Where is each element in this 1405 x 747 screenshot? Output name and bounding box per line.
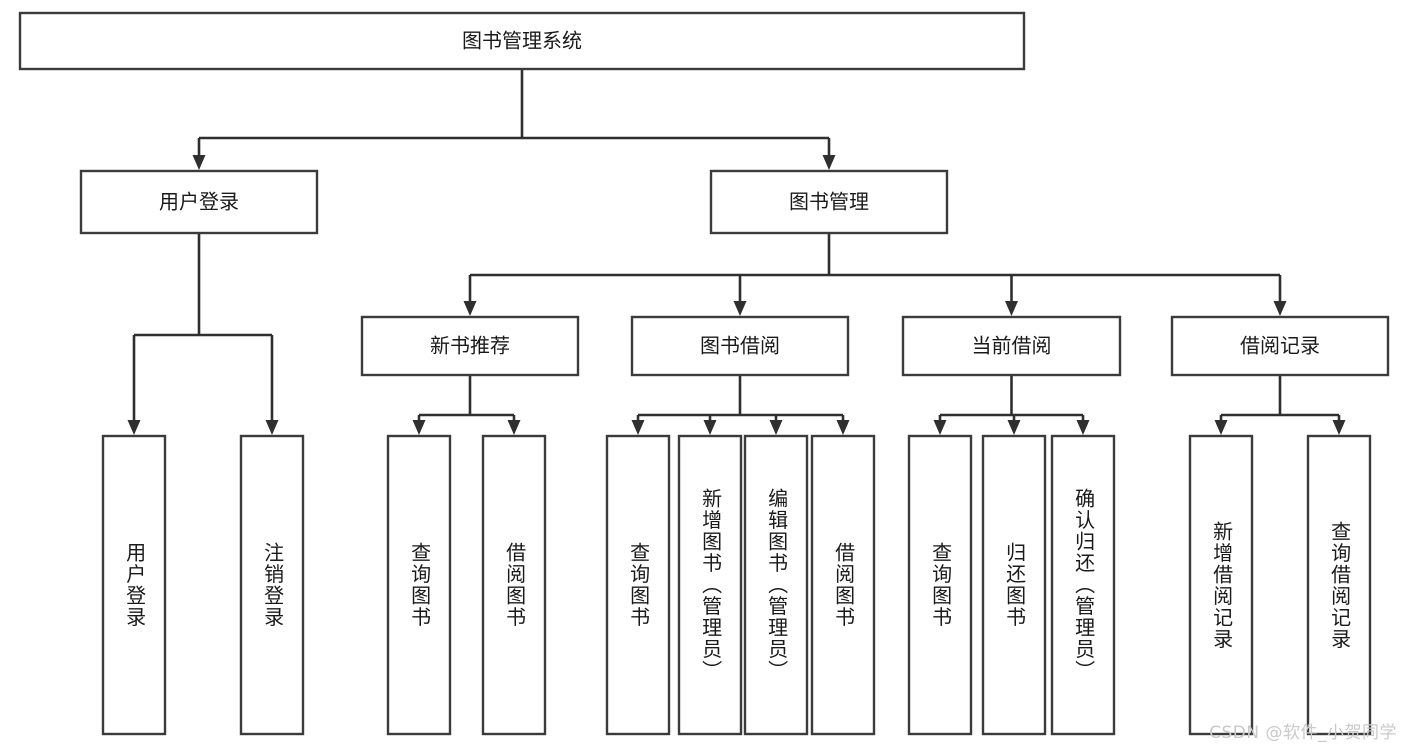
node-box-leaf-borrow-book[interactable] <box>810 434 876 736</box>
node-box-current-borrow[interactable] <box>901 315 1122 377</box>
node-label-current-borrow: 当前借阅 <box>972 334 1052 358</box>
arrow-head-icon-leaf-leaf-add-book <box>703 420 717 435</box>
node-box-leaf-query-book-current[interactable] <box>907 434 973 736</box>
arrow-head-icon-leaf-leaf-edit-book <box>769 420 783 435</box>
node-label-new-book-recommend: 新书推荐 <box>430 334 510 358</box>
boxes-layer <box>18 11 1390 736</box>
node-box-leaf-logout[interactable] <box>239 434 305 736</box>
node-box-leaf-return-book[interactable] <box>981 434 1047 736</box>
arrow-head-icon-leaf-leaf-borrow-book-recommend <box>507 420 521 435</box>
node-box-leaf-user-login[interactable] <box>101 434 167 736</box>
arrow-head-icon-leaf-leaf-query-book-recommend <box>412 420 426 435</box>
node-box-new-book-recommend[interactable] <box>360 315 580 377</box>
arrow-head-icon-level3-new-book-recommend <box>463 301 477 316</box>
node-label-book-management: 图书管理 <box>789 190 869 214</box>
arrow-head-icon-leaf-leaf-query-book-current <box>933 420 947 435</box>
node-box-book-borrow[interactable] <box>630 315 850 377</box>
arrow-head-icon-leaf-leaf-user-login <box>127 420 141 435</box>
node-box-leaf-edit-book[interactable] <box>743 434 809 736</box>
arrow-head-icon-leaf-leaf-logout <box>265 420 279 435</box>
node-label-book-borrow: 图书借阅 <box>700 334 780 358</box>
arrow-head-icon-level3-current-borrow <box>1005 301 1018 316</box>
arrow-head-icon-leaf-leaf-borrow-book <box>836 420 850 435</box>
node-box-borrow-record[interactable] <box>1170 315 1390 377</box>
arrow-head-icon-leaf-leaf-return-book <box>1007 420 1021 435</box>
node-box-book-management[interactable] <box>709 169 949 235</box>
node-box-leaf-query-book-recommend[interactable] <box>386 434 452 736</box>
arrow-head-icon-leaf-leaf-confirm-return <box>1076 420 1090 435</box>
node-box-leaf-query-book-borrow[interactable] <box>605 434 671 736</box>
node-box-leaf-add-record[interactable] <box>1188 434 1254 736</box>
node-label-root: 图书管理系统 <box>462 29 582 53</box>
node-label-borrow-record: 借阅记录 <box>1240 334 1320 358</box>
arrow-head-icon-leaf-leaf-query-record <box>1332 420 1346 435</box>
node-box-user-login[interactable] <box>79 169 319 235</box>
csdn-watermark: CSDN @软件_小贺同学 <box>1209 723 1397 743</box>
arrow-head-icon-leaf-leaf-add-record <box>1214 420 1228 435</box>
node-box-leaf-add-book[interactable] <box>677 434 743 736</box>
arrow-head-icon-level3-book-borrow <box>733 301 747 316</box>
arrow-head-icon-level2-book-management <box>822 155 836 170</box>
arrow-head-icon-leaf-leaf-query-book-borrow <box>631 420 645 435</box>
node-box-root[interactable] <box>18 11 1026 71</box>
connectors-layer <box>127 69 1346 435</box>
node-box-leaf-confirm-return[interactable] <box>1050 434 1116 736</box>
arrow-head-icon-level2-user-login <box>192 155 206 170</box>
node-label-user-login: 用户登录 <box>159 190 239 214</box>
node-box-leaf-borrow-book-recommend[interactable] <box>481 434 547 736</box>
node-box-leaf-query-record[interactable] <box>1306 434 1372 736</box>
arrow-head-icon-level3-borrow-record <box>1273 301 1287 316</box>
